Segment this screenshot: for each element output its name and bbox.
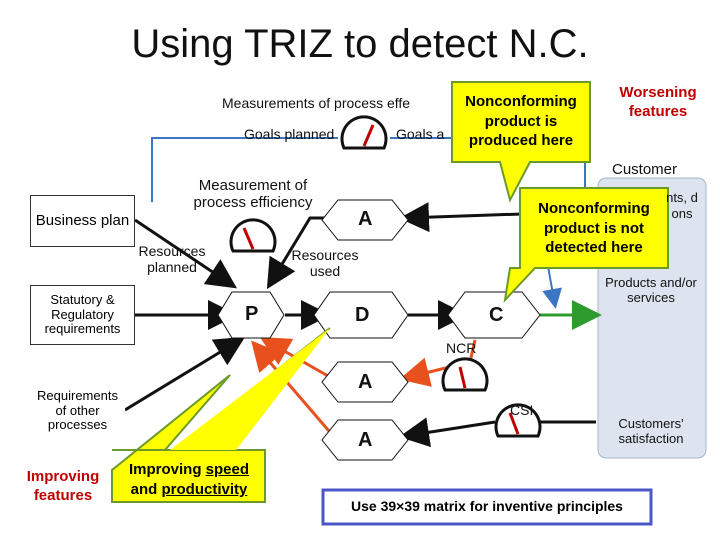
pdca-p: P	[245, 303, 259, 325]
shape-a-top	[321, 199, 409, 241]
callout-detected-shape	[503, 187, 669, 304]
callout-improving: Improving speed and productivity	[114, 460, 264, 501]
shape-p	[217, 291, 285, 339]
callout-improving-line1: Improving speed	[128, 461, 250, 478]
shape-a-mid	[321, 361, 409, 403]
measurement-efficiency-label: Measurement of process efficiency	[193, 177, 313, 212]
matrix-note: Use 39×39 matrix for inventive principle…	[351, 498, 623, 514]
shape-d	[313, 291, 409, 339]
statutory-box: Statutory & Regulatory requirements	[30, 285, 135, 345]
blue-goals-line	[151, 137, 338, 202]
csi-label: CSI	[510, 402, 534, 418]
shape-c	[447, 291, 541, 339]
shape-a-bot	[321, 419, 409, 461]
pdca-a-mid: A	[358, 371, 373, 393]
callout-improving-speed: speed	[205, 461, 250, 478]
gauge-goals	[340, 115, 388, 150]
arrow-csi-to-a-bot	[399, 417, 496, 448]
gauge-csi	[494, 403, 542, 438]
red-arrow-a-bot-to-p	[251, 340, 337, 439]
customer-partial-label: nts, d ons	[666, 190, 698, 222]
products-label: Products and/or services	[605, 275, 697, 305]
callout-produced-shape	[451, 81, 591, 203]
business-plan-box: Business plan	[30, 195, 135, 247]
goals-achieved-label: Goals a	[396, 126, 445, 142]
callout-improving-shape	[111, 374, 266, 503]
arrow-business-p	[134, 218, 237, 289]
gauge-resources	[229, 218, 277, 253]
arrow-requirements-p	[124, 336, 246, 412]
satisfaction-label: Customers' satisfaction	[618, 416, 684, 446]
matrix-note-box	[321, 488, 653, 526]
pdca-a-bot: A	[358, 429, 373, 451]
requirements-box: Requirements of other processes	[30, 382, 125, 440]
pdca-c: C	[489, 304, 504, 326]
pdca-a-top: A	[358, 208, 373, 230]
callout-produced: Nonconforming product is produced here	[465, 93, 577, 149]
callout-improving-productivity: productivity	[161, 481, 248, 499]
worsening-features-label: Worsening features	[619, 84, 697, 120]
gauge-ncr	[441, 357, 489, 392]
callout-improving-line2: and productivity	[130, 481, 248, 499]
measurements-label: Measurements of process effe	[222, 95, 411, 111]
callout-detected: Nonconforming product is not detected he…	[538, 200, 650, 256]
pdca-d: D	[355, 304, 370, 326]
goals-planned-label: Goals planned	[244, 126, 335, 142]
page-title: Using TRIZ to detect N.C.	[131, 22, 589, 66]
resources-planned-label: Resources planned	[138, 243, 206, 276]
resources-used-label: Resources used	[291, 247, 359, 280]
improving-features-label: Improving features	[26, 468, 100, 504]
customer-label: Customer	[612, 161, 678, 178]
ncr-label: NCR	[446, 340, 477, 356]
